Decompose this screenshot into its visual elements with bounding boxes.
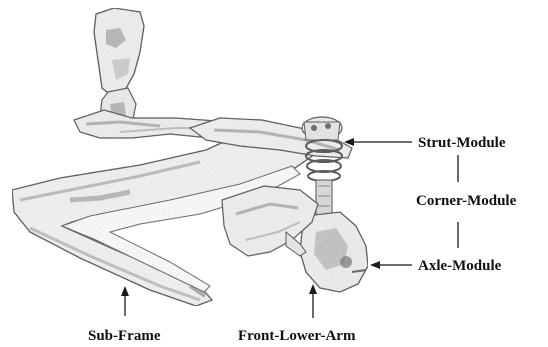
front-lower-arm-label: Front-Lower-Arm bbox=[238, 328, 356, 344]
assembly-illustration bbox=[12, 8, 368, 306]
sub-frame-arrowhead bbox=[121, 286, 129, 296]
axle-module-label: Axle-Module bbox=[418, 258, 502, 274]
sub-frame-label: Sub-Frame bbox=[88, 328, 161, 344]
left-strut-part bbox=[94, 8, 144, 128]
corner-module-label: Corner-Module bbox=[416, 193, 517, 209]
strut-module-label: Strut-Module bbox=[418, 135, 506, 151]
axle-module-arrowhead bbox=[370, 261, 380, 269]
front-lower-arm-arrowhead bbox=[309, 284, 317, 294]
